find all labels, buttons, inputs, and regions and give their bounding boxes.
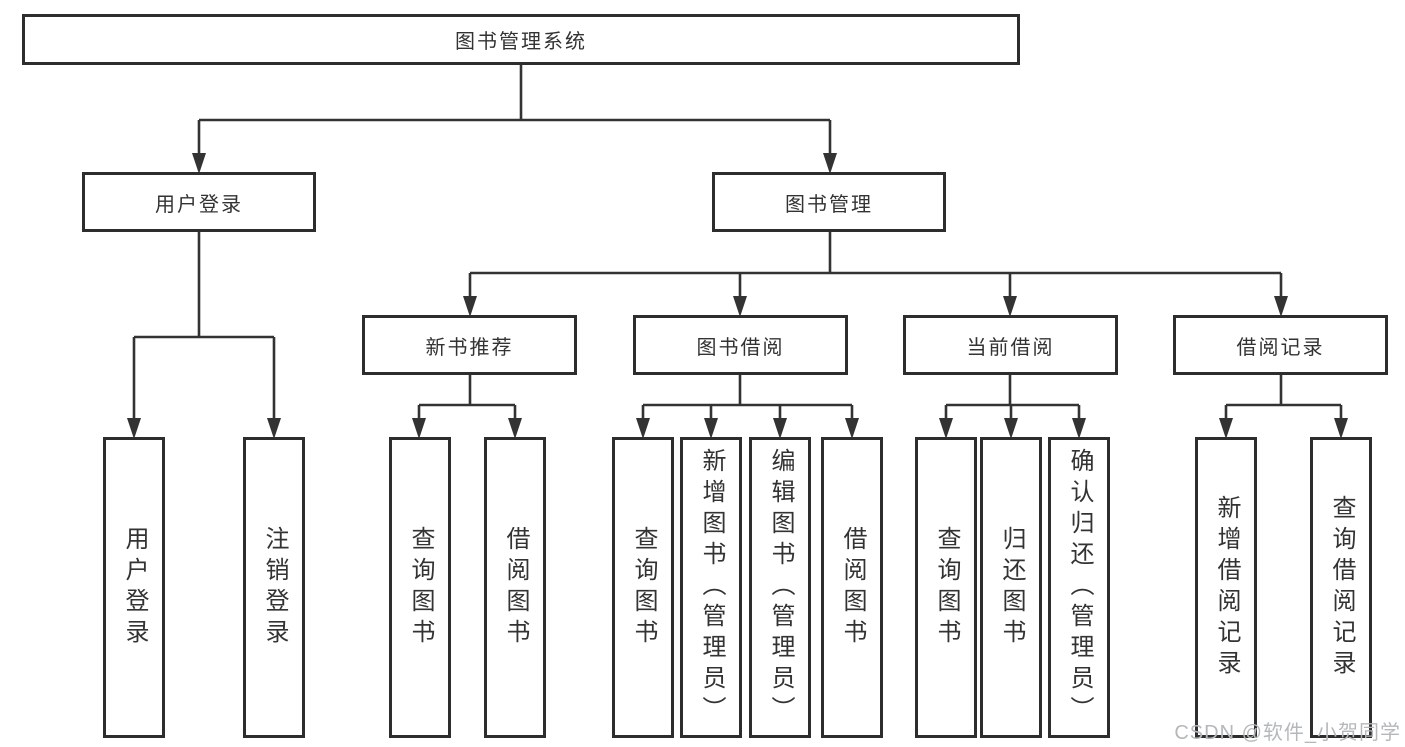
node-new-book-recommendation: 新书推荐: [362, 315, 577, 375]
node-book-borrowing: 图书借阅: [633, 315, 848, 375]
node-query-books-recommendation: 查询图书: [389, 437, 451, 738]
node-query-books-current: 查询图书: [915, 437, 977, 738]
node-add-borrow-record: 新增借阅记录: [1195, 437, 1257, 738]
node-logout: 注销登录: [243, 437, 305, 738]
csdn-watermark: CSDN @软件_小贺同学: [1174, 722, 1401, 744]
node-user-login: 用户登录: [82, 172, 316, 232]
node-borrow-books-borrowing: 借阅图书: [821, 437, 883, 738]
node-confirm-return-admin: 确认归还（管理员）: [1048, 437, 1110, 738]
node-add-books-admin: 新增图书（管理员）: [680, 437, 742, 738]
node-book-management: 图书管理: [712, 172, 946, 232]
node-user-login-leaf: 用户登录: [103, 437, 165, 738]
node-borrow-books-recommendation: 借阅图书: [484, 437, 546, 738]
node-borrowing-records: 借阅记录: [1173, 315, 1388, 375]
node-current-borrowing: 当前借阅: [903, 315, 1118, 375]
node-edit-books-admin: 编辑图书（管理员）: [749, 437, 811, 738]
node-return-books: 归还图书: [980, 437, 1042, 738]
node-library-management-system: 图书管理系统: [22, 14, 1020, 65]
node-query-borrow-record: 查询借阅记录: [1310, 437, 1372, 738]
node-query-books-borrowing: 查询图书: [612, 437, 674, 738]
